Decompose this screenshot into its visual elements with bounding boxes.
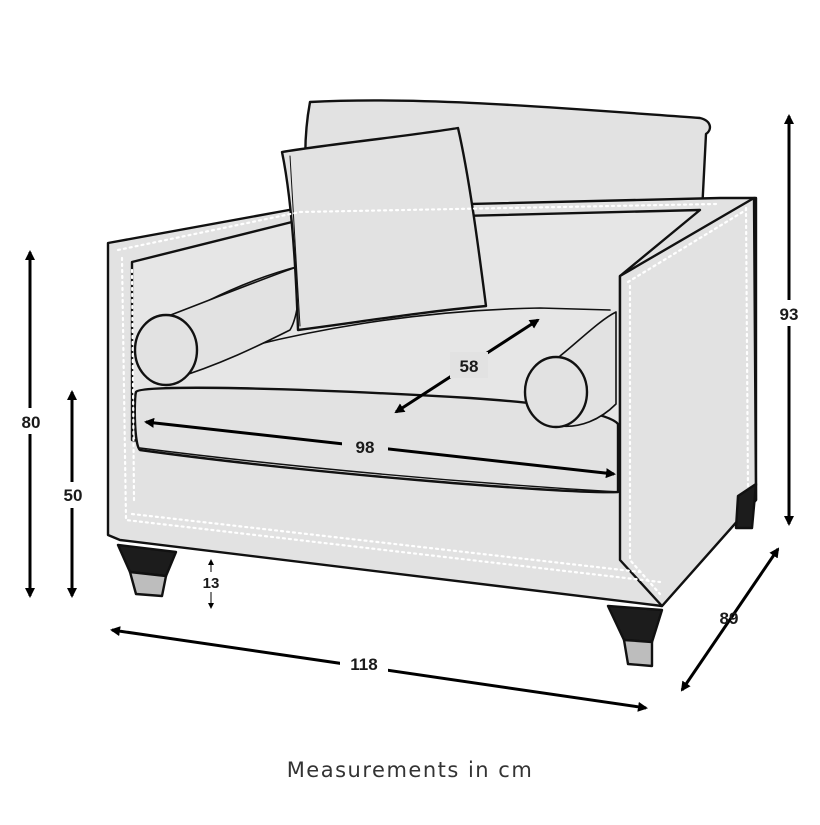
seat-label-backgrounds bbox=[342, 352, 488, 460]
label-total-width: 118 bbox=[350, 655, 377, 674]
label-total-depth: 89 bbox=[720, 609, 739, 628]
foot-cap-front-left bbox=[128, 570, 168, 598]
arrow-total-depth bbox=[680, 547, 780, 692]
leg-back-right bbox=[734, 482, 758, 530]
right-bolster-end bbox=[523, 355, 589, 429]
label-backgrounds bbox=[14, 300, 806, 676]
left-bolster-end bbox=[133, 313, 199, 387]
label-arm-height: 80 bbox=[22, 413, 41, 432]
label-seat-depth: 58 bbox=[460, 357, 479, 376]
label-seat-height: 50 bbox=[64, 486, 83, 505]
stud-trim bbox=[116, 202, 750, 596]
label-total-height: 93 bbox=[780, 305, 799, 324]
label-leg-height: 13 bbox=[203, 575, 220, 592]
scatter-cushion bbox=[280, 126, 488, 332]
leg-front-left bbox=[116, 543, 178, 578]
measurement-units-caption: Measurements in cm bbox=[286, 758, 534, 782]
scatter-cushion-inner bbox=[289, 155, 301, 327]
leg-front-right bbox=[606, 604, 664, 644]
foot-cap-front-right bbox=[622, 638, 654, 668]
label-seat-width: 98 bbox=[356, 438, 375, 457]
